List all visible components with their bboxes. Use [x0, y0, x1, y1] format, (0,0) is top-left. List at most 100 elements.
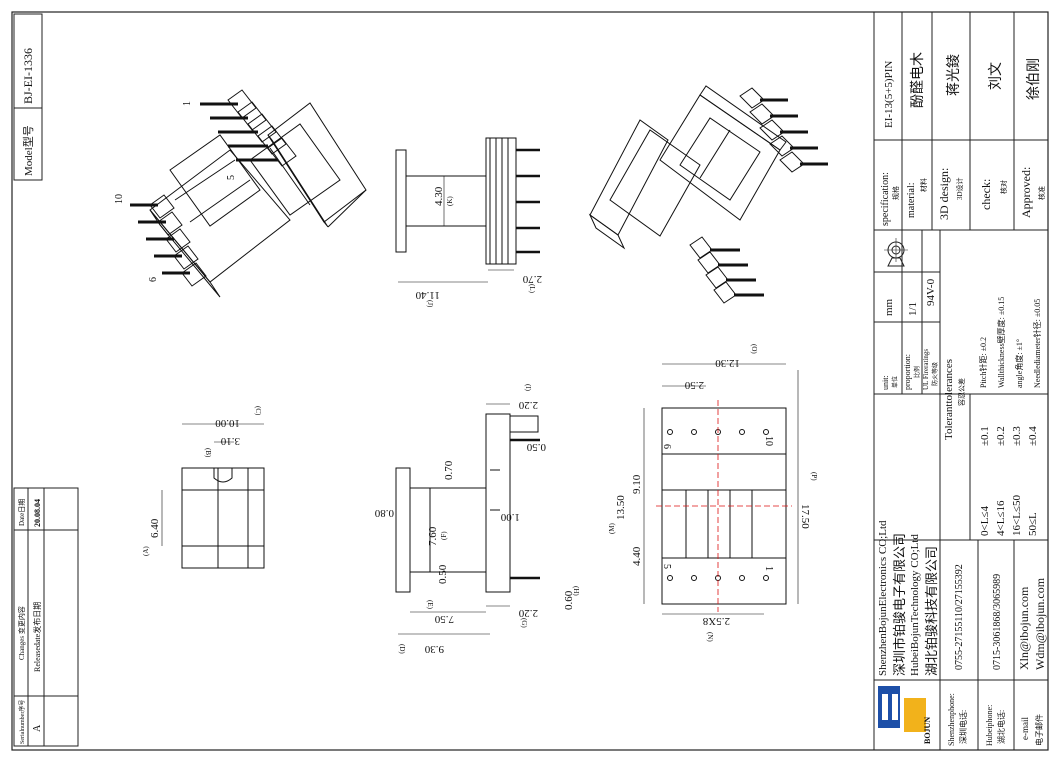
proportion-label: proportion: [903, 354, 912, 390]
bottom-pin-label-1: 1 [763, 566, 774, 571]
design-label-cn: 3D设计 [955, 177, 964, 200]
iso-pin-label-6: 6 [148, 277, 159, 282]
company-cn-shenzhen: 深圳市铂骏电子有限公司 [892, 533, 907, 676]
tolerance-value-1: ±0.1 [979, 426, 991, 446]
section-dim-2.20-top: 2.20 [518, 399, 538, 411]
side-view [395, 137, 540, 283]
design-value: 蒋光錂 [946, 54, 962, 96]
bottom-dim-9.10: 9.10 [631, 474, 643, 494]
approved-value: 徐伯刚 [1026, 58, 1042, 100]
bottom-dim-label-m: (M) [608, 522, 616, 534]
iso-pin-label-1: 1 [182, 101, 193, 106]
check-label-cn: 核对 [999, 180, 1008, 194]
tolerance-range-2: 4<L≤16 [995, 500, 1007, 536]
section-dim-0.50-left: 0.50 [437, 564, 449, 584]
section-dim-7.60: 7.60 [427, 526, 439, 546]
front-view [161, 423, 265, 569]
hubei-phone-label: Hubeiphone: [985, 705, 994, 746]
revision-table: Date日期 Changes 变更内容 Serialnumber序号 20.08… [13, 487, 79, 747]
unit-label-cn: 单位 [891, 376, 899, 388]
bottom-dim-label-o: (O) [750, 344, 758, 354]
approved-label: Approved: [1019, 167, 1033, 218]
title-block [873, 11, 1049, 751]
tolerance-range-1: 0<L≤4 [979, 506, 991, 536]
section-dim-label-e: (E) [426, 600, 434, 610]
section-dim-1.00: 1.00 [500, 511, 520, 523]
wall-tolerance: Wallthickness壁厚度: ±0.15 [996, 297, 1006, 388]
front-dim-3.10: 3.10 [220, 435, 240, 447]
bottom-dim-17.50: 17.50 [799, 504, 811, 529]
material-label: material: [906, 182, 917, 218]
revision-changes-header: Changes 变更内容 [17, 606, 26, 660]
bottom-dim-label-p: (P) [810, 472, 818, 481]
front-dim-10.00: 10.00 [215, 417, 240, 429]
section-dim-0.80: 0.80 [374, 507, 394, 519]
angle-tolerance: angle角度: ±1° [1014, 339, 1024, 388]
logo-text: BOJUN [923, 717, 932, 744]
ul-value: 94V-0 [925, 278, 937, 306]
revision-row-serial: A [32, 724, 43, 732]
isometric-view-pins-down [588, 85, 828, 304]
check-value: 刘文 [988, 62, 1004, 90]
spec-label-cn: 规格 [891, 186, 900, 200]
ul-label: UL Fireratings [922, 349, 930, 390]
check-label: check: [979, 179, 993, 210]
side-dim-2.70: 2.70 [522, 273, 542, 285]
front-dim-label-c: (C) [254, 406, 262, 416]
approved-label-cn: 核准 [1037, 186, 1046, 200]
side-dim-11.40: 11.40 [415, 289, 440, 301]
bottom-view [643, 363, 799, 615]
model-box: Model型号 BJ-EI-1336 [13, 13, 43, 181]
front-dim-label-b: (B) [204, 448, 212, 458]
email-label-cn: 电子邮件 [1034, 714, 1044, 746]
iso-pin-label-10: 10 [114, 194, 125, 204]
bottom-dim-label-n: (N) [706, 632, 714, 642]
side-dim-label-j: (J) [426, 300, 434, 308]
section-dim-0.50-right: 0.50 [526, 441, 546, 453]
revision-row-date: 20.08.04 [33, 499, 42, 527]
design-label: 3D design: [937, 168, 951, 220]
projection-symbol-icon [884, 238, 908, 267]
shenzhen-phone: 0755-27155110/27155392 [954, 564, 965, 670]
unit-value: mm [883, 298, 895, 316]
proportion-value: 1/1 [907, 302, 919, 316]
side-dim-label-k: (K) [446, 196, 454, 206]
unit-label: unit: [881, 375, 890, 390]
email-2: Wdm@ibojun.com [1033, 577, 1047, 670]
company-en-hubei: HubeiBojunTechnology CO;Ltd [909, 534, 921, 676]
tolerance-value-3: ±0.3 [1011, 426, 1023, 446]
bottom-pin-label-10: 10 [763, 436, 774, 446]
email-label: e-mail [1020, 717, 1030, 740]
company-en-shenzhen: ShenzhenBojunElectronics CO;Ltd [877, 520, 889, 676]
revision-date-header: Date日期 [18, 499, 26, 526]
bottom-pin-label-5: 5 [661, 564, 672, 569]
section-dim-9.30: 9.30 [424, 643, 444, 655]
spec-label: specification: [880, 172, 891, 226]
tolerance-title: Toleranttolerances [943, 359, 955, 440]
material-value: 酚醛电木 [910, 52, 926, 108]
tolerance-value-2: ±0.2 [995, 426, 1007, 446]
section-dim-label-i: (I) [524, 384, 532, 392]
section-dim-label-f: (F) [440, 531, 448, 540]
hubei-phone: 0715-3061868/3065989 [992, 574, 1003, 670]
section-dim-7.50: 7.50 [434, 613, 454, 625]
model-label: Model型号 [21, 125, 35, 176]
pitch-tolerance: Pitch针距: ±0.2 [978, 337, 988, 388]
tolerance-value-4: ±0.4 [1027, 426, 1039, 446]
model-number: BJ-EI-1336 [21, 48, 35, 104]
bottom-dim-2.50: 2.50 [684, 379, 704, 391]
bojun-logo-icon [878, 686, 926, 732]
bottom-pin-label-6: 6 [661, 444, 672, 449]
section-dim-label-h: (H) [572, 586, 580, 596]
front-dim-6.40: 6.40 [149, 518, 161, 538]
isometric-view-pins-up [130, 89, 367, 298]
shenzhen-phone-label-cn: 深圳电话: [958, 710, 968, 744]
section-view [395, 403, 540, 635]
bottom-dim-4.40: 4.40 [631, 546, 643, 566]
tolerance-range-4: 50≤L [1027, 512, 1039, 536]
needle-tolerance: Needlediameter针径: ±0.05 [1032, 299, 1042, 388]
ul-label-cn: 防火等级 [931, 362, 939, 386]
revision-row-change: Releasedate发布日期 [32, 602, 42, 672]
section-dim-0.60: 0.60 [563, 590, 575, 610]
